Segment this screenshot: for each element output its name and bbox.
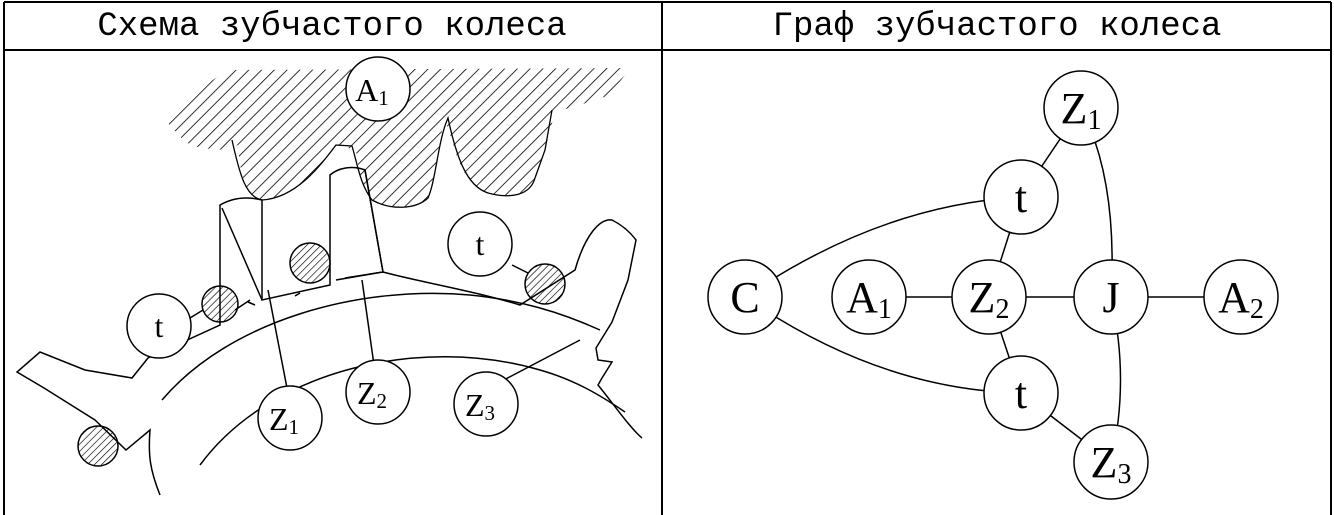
graph-node-label: A1 [846,273,892,325]
graph-node-circle [707,259,783,335]
scheme-label-a1: A1 [355,72,389,110]
graph-node-c: C [707,259,783,335]
graph-node-z2: Z2 [951,259,1027,335]
graph-node-circle [1073,259,1149,335]
label-circle-z2 [345,359,411,425]
roller [201,285,239,323]
left-panel-title: Схема зубчастого колеса [97,8,567,46]
gear-scheme [15,56,643,496]
label-circle-t-right [447,211,513,277]
mating-gear-a1 [165,68,630,208]
graph-node-circle [1203,259,1279,335]
roller [289,242,331,284]
graph-node-label: t [1015,369,1027,418]
graph-node-label: t [1015,173,1027,222]
label-circle-t-left [126,293,192,359]
scheme-label-z2: Z2 [357,375,387,413]
graph-node-z3: Z3 [1073,424,1149,500]
label-circle-a1 [345,56,411,122]
graph-node-z1: Z1 [1043,70,1119,146]
roller [524,263,566,305]
lower-gear-outline [15,166,643,496]
graph-node-t-top: t [983,159,1059,235]
graph-node-circle [983,355,1059,431]
table-frame [3,1,1332,515]
graph-node-j: J [1073,259,1149,335]
graph-node-label: C [730,273,759,322]
graph-node-label: A2 [1218,273,1264,325]
graph-node-label: J [1102,273,1119,322]
graph-node-label: Z1 [1061,84,1102,136]
scheme-labels: A1 t t Z1 Z2 Z3 [155,72,495,439]
graph-node-a1: A1 [831,259,907,335]
graph-node-label: Z3 [1091,438,1132,490]
scheme-label-z3: Z3 [465,387,495,425]
scheme-label-z1: Z1 [269,401,299,439]
label-circle-z1 [257,385,323,451]
graph-node-circle [1043,70,1119,146]
graph-node-circle [951,259,1027,335]
graph-node-circle [831,259,907,335]
graph-node-circle [1073,424,1149,500]
label-circle-z3 [453,371,519,437]
graph-node-a2: A2 [1203,259,1279,335]
graph-node-t-bottom: t [983,355,1059,431]
right-panel-title: Граф зубчастого колеса [772,8,1222,46]
scheme-label-t-left: t [155,308,164,344]
graph-node-circle [983,159,1059,235]
roller [77,425,119,467]
scheme-label-t-right: t [476,226,485,262]
graph-node-label: Z2 [969,273,1010,325]
